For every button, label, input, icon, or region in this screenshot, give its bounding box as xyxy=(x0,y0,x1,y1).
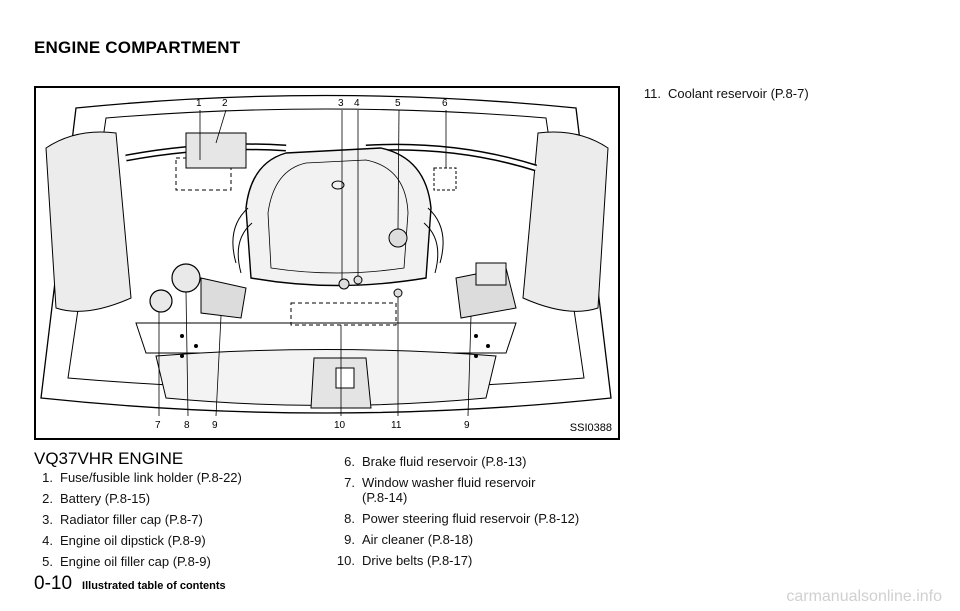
engine-section-title: VQ37VHR ENGINE xyxy=(34,449,184,468)
figure-code: SSI0388 xyxy=(569,422,612,434)
list-item: 2.Battery (P.8-15) xyxy=(42,491,151,506)
callout-5: 5 xyxy=(395,98,401,109)
component-list-right: 11.Coolant reservoir (P.8-7) xyxy=(642,86,809,107)
list-item: 3.Radiator filler cap (P.8-7) xyxy=(42,512,203,527)
component-list-left: 1.Fuse/fusible link holder (P.8-22) 2.Ba… xyxy=(34,470,242,575)
list-item: 10.Drive belts (P.8-17) xyxy=(336,553,473,568)
chapter-title: Illustrated table of contents xyxy=(82,580,226,592)
list-item: 11.Coolant reservoir (P.8-7) xyxy=(643,86,809,101)
callout-9-right: 9 xyxy=(464,420,470,431)
engine-illustration: 1 2 3 4 5 6 7 8 9 10 11 9 xyxy=(40,94,612,431)
callout-4: 4 xyxy=(354,98,360,109)
page-footer: 0-10 Illustrated table of contents xyxy=(34,573,226,595)
component-list-middle: 6.Brake fluid reservoir (P.8-13) 7.Windo… xyxy=(336,454,579,574)
callout-3: 3 xyxy=(338,98,344,109)
list-item: 1.Fuse/fusible link holder (P.8-22) xyxy=(42,470,242,485)
section-header: ENGINE COMPARTMENT xyxy=(34,38,241,57)
list-item: 8.Power steering fluid reservoir (P.8-12… xyxy=(344,511,580,526)
list-item: 6.Brake fluid reservoir (P.8-13) xyxy=(344,454,527,469)
list-item: 7.Window washer fluid reservoir(P.8-14) xyxy=(344,475,536,505)
callout-11: 11 xyxy=(391,420,402,431)
callout-10: 10 xyxy=(334,420,346,431)
list-item: 9.Air cleaner (P.8-18) xyxy=(344,532,474,547)
page-number: 0-10 xyxy=(34,573,73,594)
callout-7: 7 xyxy=(155,420,161,431)
watermark: carmanualsonline.info xyxy=(786,588,942,605)
callout-2: 2 xyxy=(222,98,228,109)
callout-8: 8 xyxy=(184,420,190,431)
list-item: 5.Engine oil filler cap (P.8-9) xyxy=(42,554,211,569)
callout-9-left: 9 xyxy=(212,420,218,431)
list-item: 4.Engine oil dipstick (P.8-9) xyxy=(42,533,206,548)
callout-1: 1 xyxy=(196,98,202,109)
engine-compartment-diagram: 1 2 3 4 5 6 7 8 9 10 11 9 SSI0388 xyxy=(34,86,620,440)
callout-6: 6 xyxy=(442,98,448,109)
